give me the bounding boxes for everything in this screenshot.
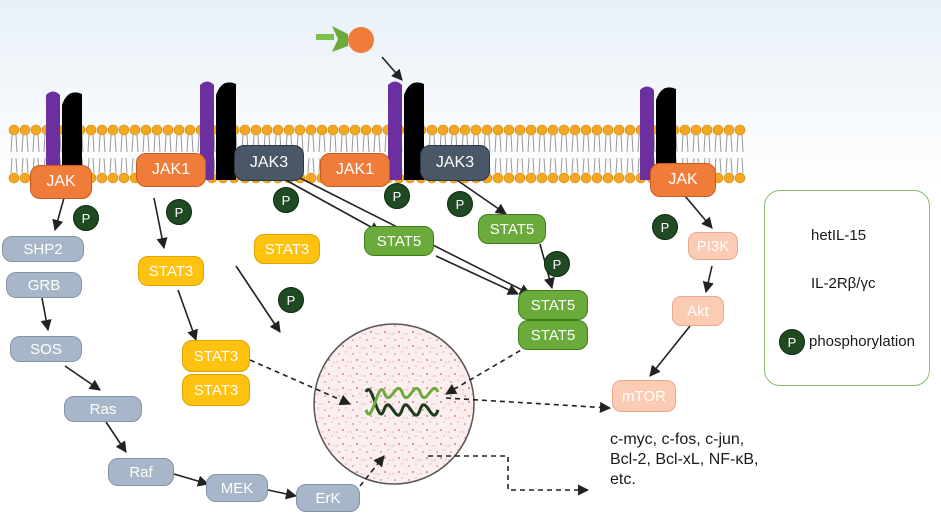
stat3-b: STAT3 (254, 234, 320, 264)
phospho-icon: P (73, 205, 99, 231)
mek-node: MEK (206, 474, 268, 502)
legend-receptor-label: IL-2Rβ/γc (811, 275, 876, 292)
erk-node: ErK (296, 484, 360, 512)
grb-node: GRB (6, 272, 82, 298)
receptor-3 (388, 81, 424, 180)
jak-left: JAK (30, 165, 92, 199)
receptor-1 (46, 91, 82, 178)
ras-node: Ras (64, 396, 142, 422)
jak3-a: JAK3 (234, 145, 304, 181)
stat5-dimer-top: STAT5 (518, 290, 588, 320)
jak3-b: JAK3 (420, 145, 490, 181)
nucleus-icon (313, 323, 475, 485)
ligand-icon (316, 26, 374, 53)
phospho-icon: P (544, 251, 570, 277)
phospho-icon: P (273, 187, 299, 213)
target-genes-line: c-myc, c-fos, c-jun, (610, 431, 745, 448)
arrows (40, 56, 714, 500)
mtor-node: mTOR (612, 380, 676, 412)
pi3k-node: PI3K (688, 232, 738, 260)
legend-phospho-label: phosphorylation (809, 333, 915, 350)
legend-ligand-label: hetIL-15 (811, 227, 867, 244)
stat5-dimer-bottom: STAT5 (518, 320, 588, 350)
shp2-node: SHP2 (2, 236, 84, 262)
phospho-icon: P (278, 287, 304, 313)
jak1-a: JAK1 (136, 153, 206, 187)
stat5-a: STAT5 (364, 226, 434, 256)
legend: hetIL-15 IL-2Rβ/γc P phosphorylation (764, 190, 930, 386)
receptor-4 (640, 86, 676, 180)
phospho-icon: P (384, 183, 410, 209)
receptor-2 (200, 81, 236, 180)
phospho-icon: P (447, 191, 473, 217)
target-genes: c-myc, c-fos, c-jun, Bcl-2, Bcl-xL, NF-κ… (610, 430, 758, 490)
phospho-icon: P (166, 199, 192, 225)
dna-icon (364, 386, 440, 417)
raf-node: Raf (108, 458, 174, 486)
dashed-arrows (249, 345, 612, 496)
jak1-b: JAK1 (320, 153, 390, 187)
stat3-dimer-top: STAT3 (182, 340, 250, 372)
akt-node: Akt (672, 296, 724, 326)
jak-right: JAK (650, 163, 716, 197)
legend-phospho-icon: P (779, 329, 805, 355)
stat3-dimer-bottom: STAT3 (182, 374, 250, 406)
sos-node: SOS (10, 336, 82, 362)
target-genes-line: etc. (610, 471, 636, 488)
stat3-a: STAT3 (138, 256, 204, 286)
target-genes-line: Bcl-2, Bcl-xL, NF-κB, (610, 451, 759, 468)
phospho-icon: P (652, 214, 678, 240)
stat5-b: STAT5 (478, 214, 546, 244)
